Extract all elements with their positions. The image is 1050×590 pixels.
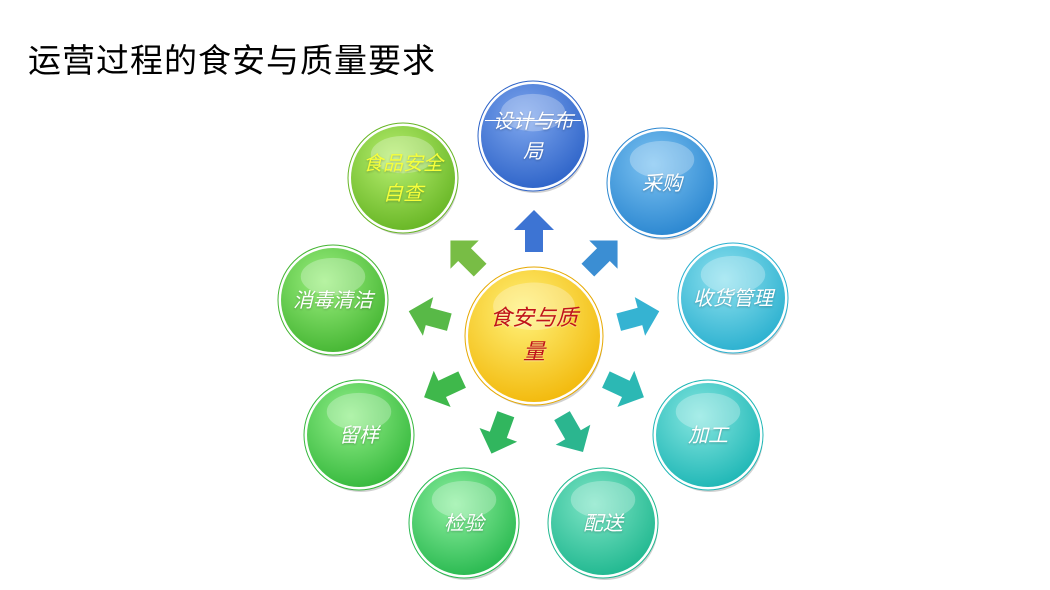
node-label-sample: 留样 <box>339 423 379 447</box>
node-label-delivery: 配送 <box>583 511 623 535</box>
arrow-to-sample <box>424 370 466 407</box>
hub-label: 食安与质量 <box>489 306 578 365</box>
node-selfcheck <box>347 122 459 235</box>
node-label-disinfect: 消毒清洁 <box>293 288 373 312</box>
arrow-to-disinfect <box>408 297 452 336</box>
node-label-processing: 加工 <box>688 423 728 447</box>
arrow-to-design <box>514 210 554 252</box>
node-label-selfcheck: 食品安全自查 <box>363 151 443 205</box>
node-disinfect <box>277 244 389 357</box>
node-delivery <box>547 467 659 580</box>
arrow-to-purchase <box>581 240 618 277</box>
strikethrough-line <box>485 120 581 121</box>
node-processing <box>652 379 764 492</box>
node-label-receiving: 收货管理 <box>693 286 773 310</box>
page-title: 运营过程的食安与质量要求 <box>28 41 436 80</box>
arrow-to-receiving <box>616 297 660 336</box>
arrow-to-delivery <box>554 411 591 453</box>
node-inspection <box>408 467 520 580</box>
hub-circle <box>464 266 604 407</box>
node-sample <box>303 379 415 492</box>
arrow-to-inspection <box>479 411 518 454</box>
arrow-to-selfcheck <box>450 240 487 277</box>
node-label-purchase: 采购 <box>642 171 682 195</box>
node-label-design: 设计与布局 <box>493 109 573 163</box>
node-design <box>477 80 589 193</box>
node-purchase <box>606 127 718 240</box>
node-receiving <box>677 242 789 355</box>
node-label-inspection: 检验 <box>444 511 484 535</box>
arrow-to-processing <box>602 370 644 407</box>
